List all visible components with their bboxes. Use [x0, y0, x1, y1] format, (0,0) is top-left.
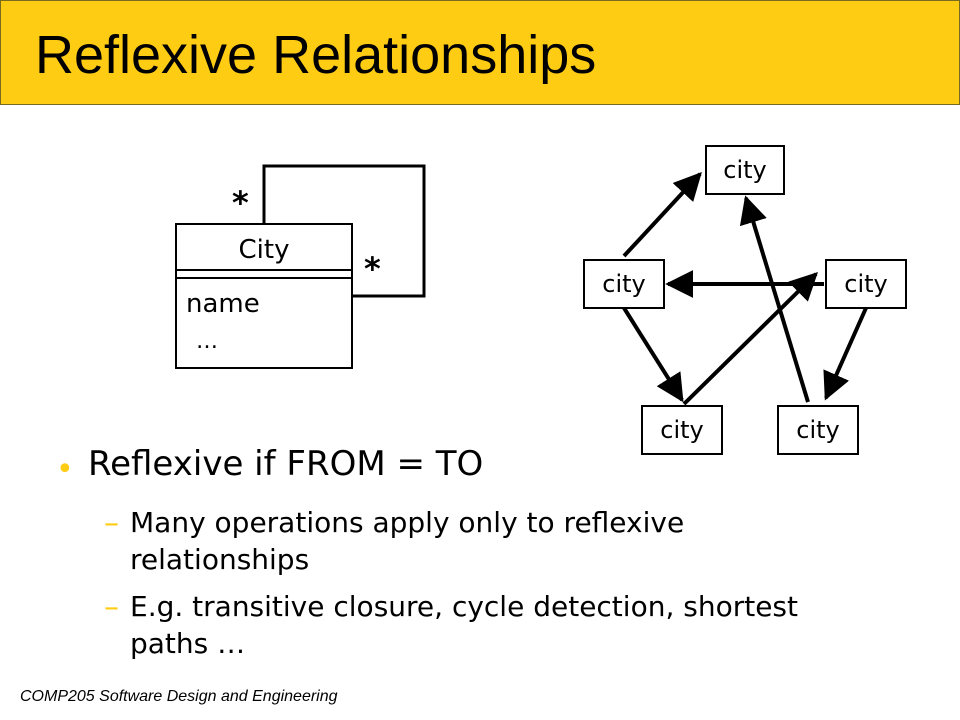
bullet-main-text: Reflexive if FROM = TO: [88, 444, 484, 484]
edge-midright-to-bottomright: [823, 307, 868, 401]
node-city-mid-right: city: [825, 259, 907, 309]
node-city-top: city: [705, 145, 785, 195]
node-city-bottom-left: city: [641, 405, 723, 455]
node-city-mid-left: city: [583, 259, 665, 309]
uml-city-class: City name …: [175, 223, 353, 369]
footer-course: COMP205 Software Design and Engineering: [20, 688, 338, 705]
uml-class-name: City: [239, 235, 290, 265]
bullet-marker: •: [56, 452, 74, 487]
node-label: city: [723, 156, 766, 184]
node-label: city: [660, 416, 703, 444]
uml-attribute-more: …: [196, 329, 218, 354]
sub-bullet-1: Many operations apply only to reflexive …: [130, 506, 685, 576]
edge-midleft-to-bottomleft: [622, 306, 684, 403]
uml-attribute-name: name: [186, 289, 260, 319]
node-city-bottom-right: city: [777, 405, 859, 455]
node-label: city: [602, 270, 645, 298]
reflexive-association-line: [262, 164, 426, 298]
edge-bottomleft-to-midright: [682, 272, 818, 406]
node-label: city: [796, 416, 839, 444]
multiplicity-top: *: [232, 184, 249, 222]
sub-bullet-2: E.g. transitive closure, cycle detection…: [130, 590, 798, 660]
title-bar: Reflexive Relationships: [0, 0, 960, 105]
sub-bullet-marker: –: [104, 590, 119, 625]
slide-title: Reflexive Relationships: [35, 25, 597, 85]
node-label: city: [844, 270, 887, 298]
multiplicity-right: *: [364, 250, 381, 288]
sub-bullet-marker: –: [104, 506, 119, 541]
edge-midleft-to-top: [622, 171, 702, 258]
edge-bottomright-to-top: [739, 195, 810, 403]
